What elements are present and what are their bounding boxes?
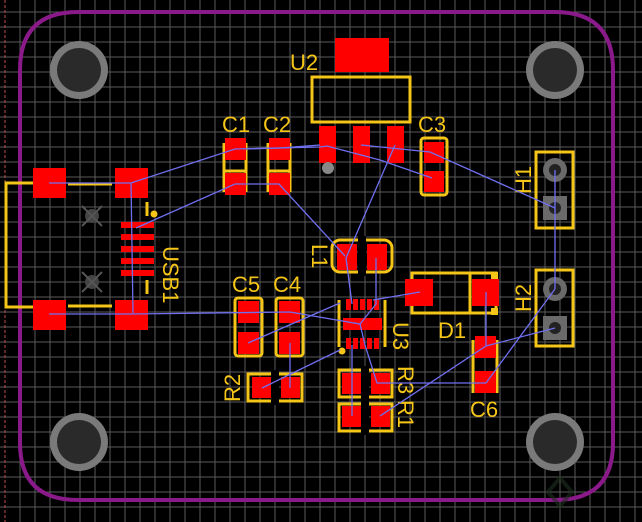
designator-c4: C4 [273, 272, 301, 297]
usb1-pad-3[interactable] [121, 246, 154, 252]
mounting-hole-top-left[interactable] [50, 41, 108, 99]
ratsnest-line [135, 183, 346, 257]
u2-pad-1[interactable] [319, 126, 336, 163]
ratsnest-line [49, 258, 377, 325]
designator-c3: C3 [418, 112, 446, 137]
mounting-hole-top-right[interactable] [526, 41, 584, 99]
usb1-pad-5[interactable] [121, 270, 154, 276]
usb1-pad-shield-4[interactable] [115, 300, 148, 330]
ratsnest-line [245, 144, 321, 150]
component-d1[interactable]: D1 [405, 271, 499, 343]
ratsnest [49, 144, 556, 417]
designator-d1: D1 [438, 318, 466, 343]
designator-u2: U2 [290, 50, 318, 75]
ratsnest-line [359, 288, 556, 384]
r2-pad-1[interactable] [252, 377, 271, 398]
component-c3[interactable]: C3 [418, 112, 449, 197]
usb1-pad-4[interactable] [121, 258, 154, 264]
u2-pad-tab[interactable] [335, 38, 389, 72]
designator-c1: C1 [222, 112, 250, 137]
component-u3[interactable]: U3 [337, 299, 414, 355]
designator-r3: R3 [393, 366, 418, 394]
usb1-pad-1[interactable] [121, 222, 154, 228]
r1-pad-2[interactable] [371, 406, 390, 427]
usb1-locating-hole-2 [81, 271, 103, 293]
c3-pad-1[interactable] [424, 142, 444, 163]
mounting-hole-bottom-left[interactable] [50, 413, 108, 471]
component-u2[interactable]: U2 [290, 38, 412, 174]
designator-c5: C5 [232, 272, 260, 297]
c3-pad-2[interactable] [424, 171, 444, 192]
component-c2[interactable]: C2 [263, 112, 292, 195]
component-l1[interactable]: L1 [307, 236, 394, 276]
ratsnest-line [345, 144, 396, 305]
component-c6[interactable]: C6 [470, 336, 499, 422]
ratsnest-line [372, 291, 421, 301]
ratsnest-line [360, 144, 556, 209]
watermark-logo [545, 474, 575, 510]
board-outline [18, 10, 615, 502]
usb1-locating-hole-1 [81, 205, 103, 227]
designator-u3: U3 [388, 322, 413, 350]
ratsnest-line [247, 302, 341, 344]
designator-h2: H2 [511, 284, 536, 312]
designator-c6: C6 [470, 397, 498, 422]
l1-pad-2[interactable] [367, 244, 387, 270]
usb1-pad-shield-3[interactable] [33, 300, 66, 330]
r1-pad-1[interactable] [342, 406, 361, 427]
c2-pad-1[interactable] [269, 138, 290, 160]
component-c1[interactable]: C1 [222, 112, 250, 195]
u3-pins-top[interactable] [346, 299, 379, 310]
ratsnest-line [261, 349, 341, 389]
u3-pins-bottom[interactable] [346, 338, 379, 349]
designator-l1: L1 [307, 244, 332, 268]
usb1-pad-2[interactable] [121, 234, 154, 240]
mounting-hole-bottom-right[interactable] [526, 413, 584, 471]
designator-h1: H1 [511, 166, 536, 194]
ratsnest-line [130, 182, 134, 314]
designator-r2: R2 [220, 374, 245, 402]
component-c5[interactable]: C5 [232, 272, 264, 358]
designator-c2: C2 [263, 112, 291, 137]
designator-usb1: USB1 [158, 246, 183, 303]
component-usb1[interactable]: USB1 [4, 168, 183, 330]
u3-pad-exposed[interactable] [343, 318, 382, 330]
